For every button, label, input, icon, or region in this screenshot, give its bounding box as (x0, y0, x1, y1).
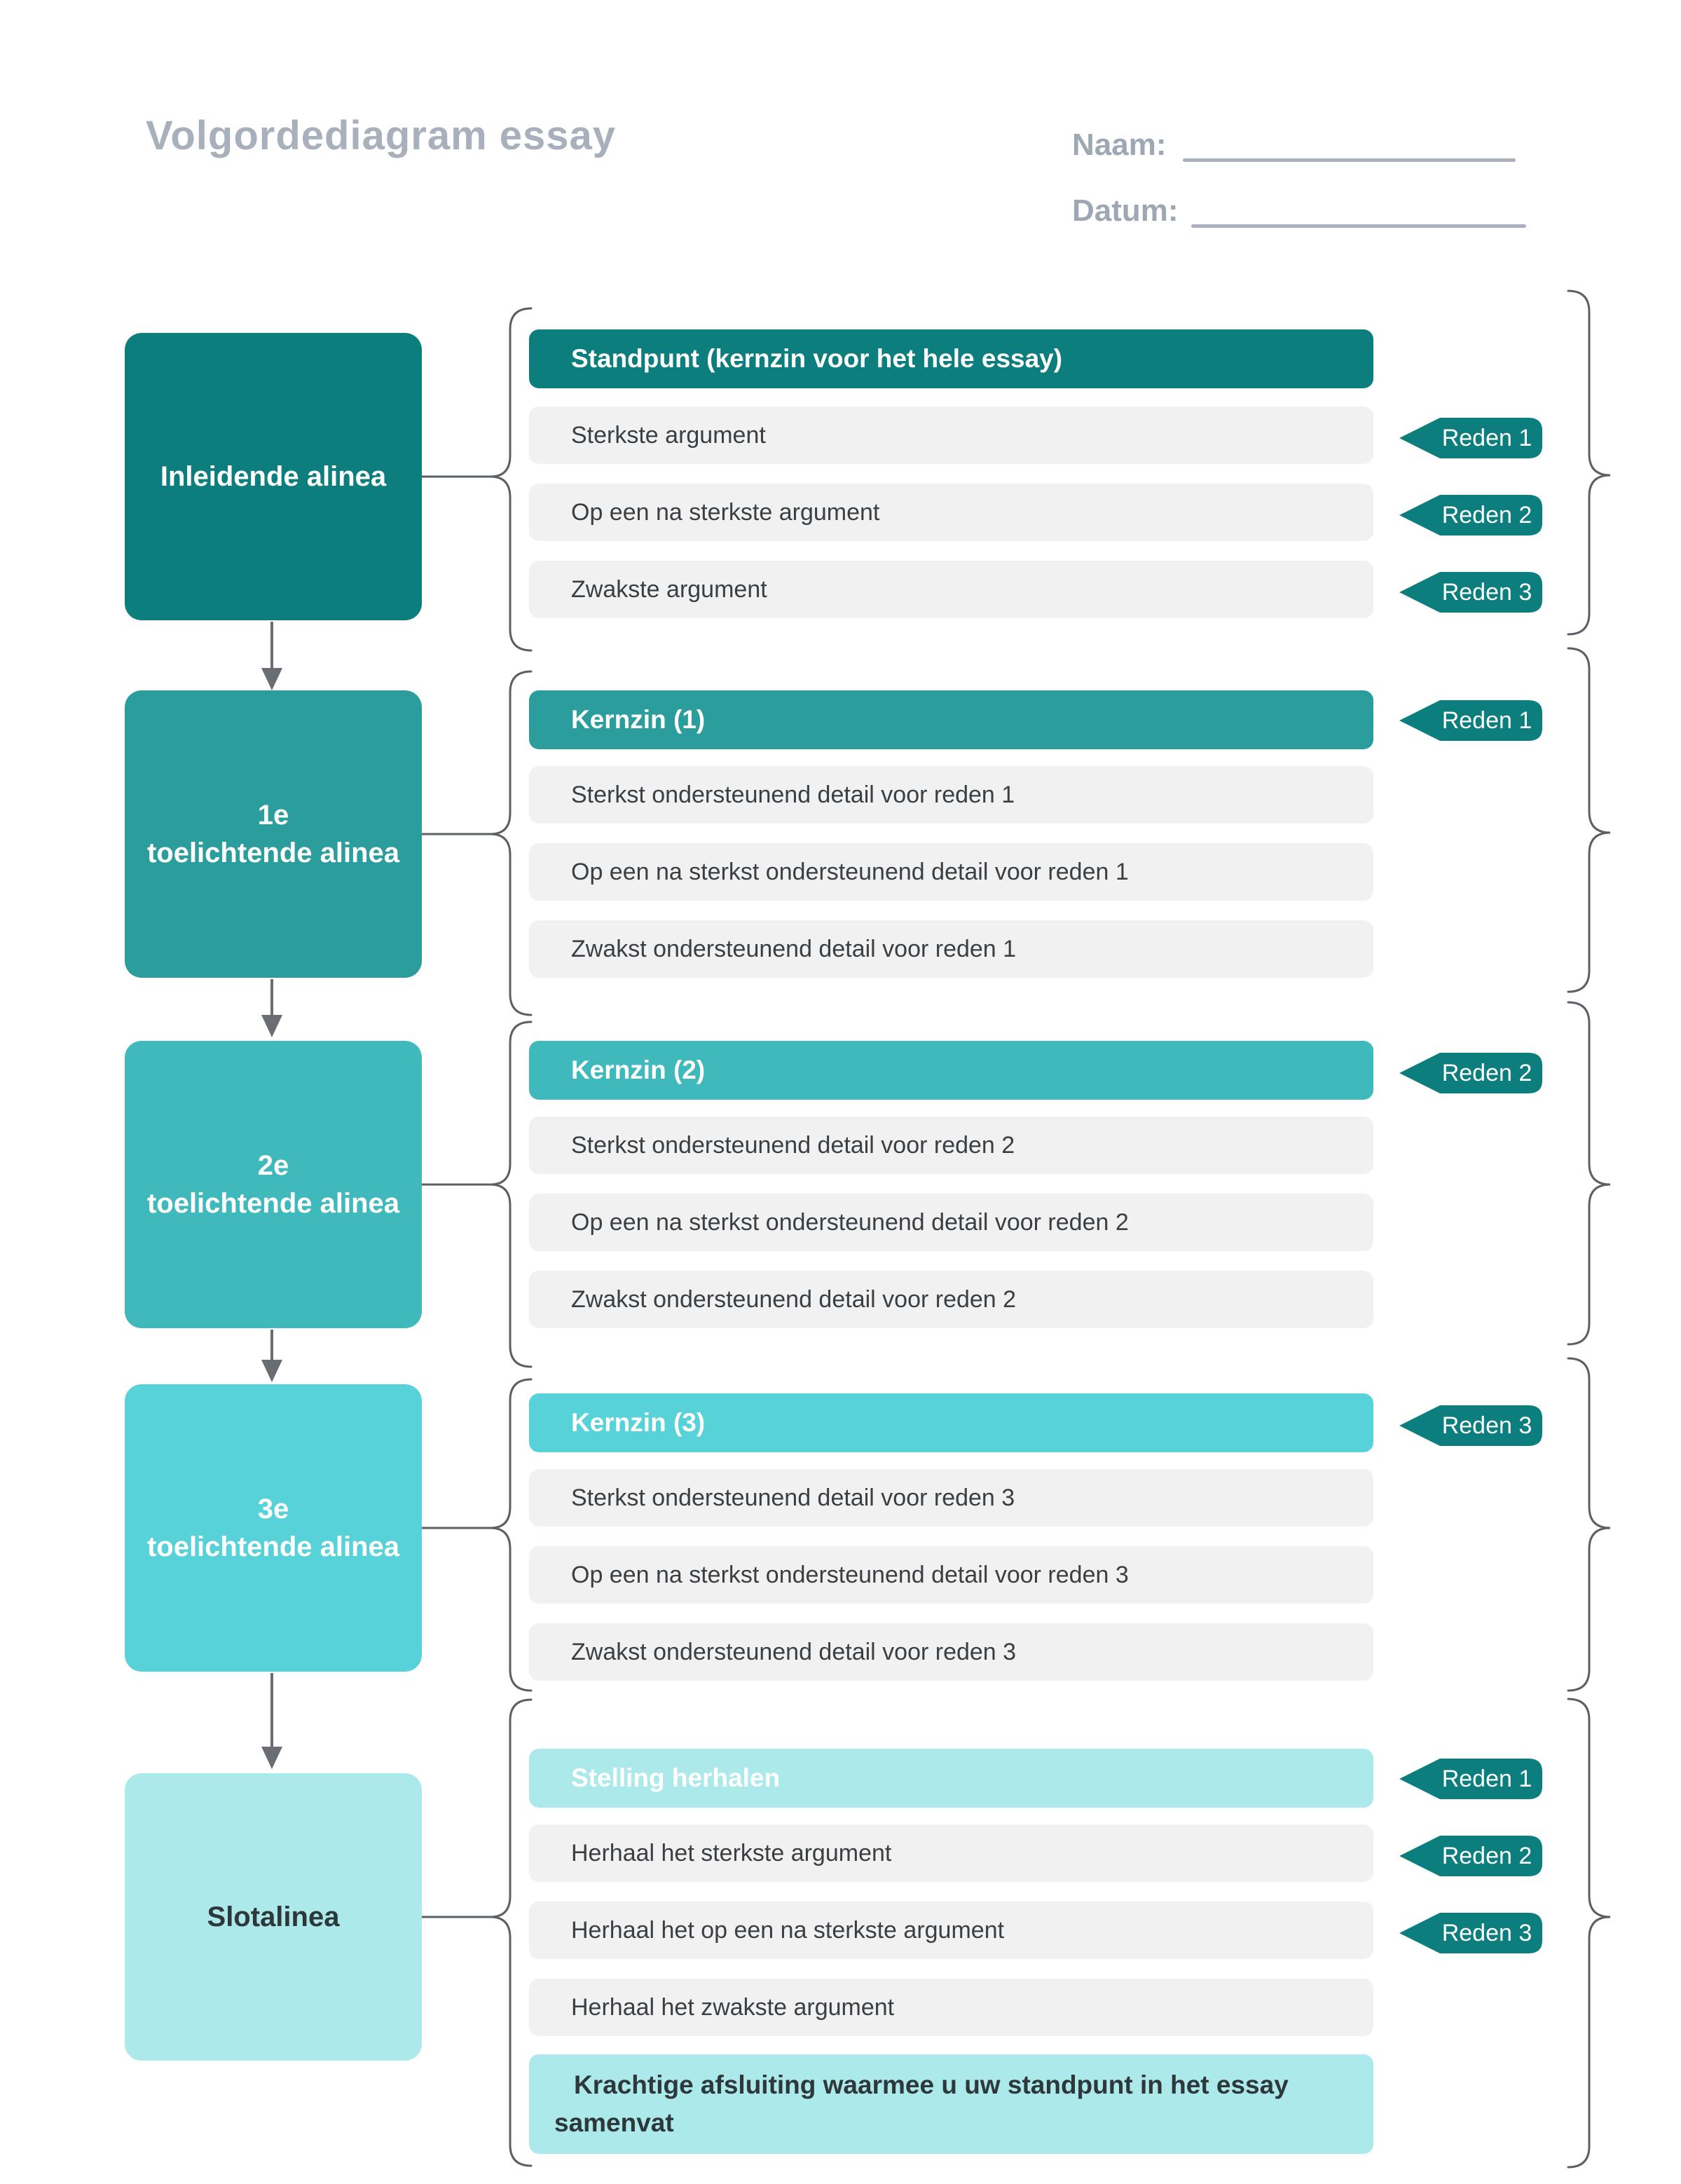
reden-arrow-icon (1399, 418, 1542, 458)
reden-tag: Reden 1 (1397, 415, 1545, 461)
group2-row-2: Op een na sterkst ondersteunend detail v… (529, 843, 1373, 901)
flow-box-slotalinea: Slotalinea (125, 1773, 422, 2061)
group5-row-2: Herhaal het op een na sterkste argument (529, 1902, 1373, 1959)
group4-row-2: Op een na sterkst ondersteunend detail v… (529, 1546, 1373, 1604)
datum-blank-line (1191, 224, 1526, 228)
flow-box-1e-toelichtende-alinea: 1e toelichtende alinea (125, 690, 422, 978)
reden-tag: Reden 2 (1397, 492, 1545, 538)
left-brace-4 (490, 1378, 533, 1692)
flow-box-2e-toelichtende-alinea: 2e toelichtende alinea (125, 1041, 422, 1328)
group5-footer: Krachtige afsluiting waarmee u uw standp… (529, 2054, 1373, 2154)
reden-tag: Reden 3 (1397, 1402, 1545, 1449)
right-brace-4 (1567, 1357, 1611, 1692)
flow-arrow-head-1 (261, 668, 282, 690)
reden-arrow-icon (1399, 1759, 1542, 1799)
group2-header: Kernzin (1) (529, 690, 1373, 749)
reden-tag: Reden 3 (1397, 1910, 1545, 1956)
flow-arrow-head-4 (261, 1747, 282, 1769)
flow-box-inleidende-alinea: Inleidende alinea (125, 333, 422, 620)
reden-arrow-icon (1399, 700, 1542, 741)
group1-header: Standpunt (kernzin voor het hele essay) (529, 329, 1373, 388)
group4-row-1: Sterkst ondersteunend detail voor reden … (529, 1469, 1373, 1527)
left-brace-5 (490, 1698, 533, 2167)
right-brace-2 (1567, 647, 1611, 993)
group3-row-2: Op een na sterkst ondersteunend detail v… (529, 1194, 1373, 1251)
reden-arrow-icon (1399, 1836, 1542, 1876)
reden-arrow-icon (1399, 1405, 1542, 1446)
reden-arrow-icon (1399, 1053, 1542, 1093)
left-brace-3 (490, 1021, 533, 1368)
reden-tag: Reden 1 (1397, 697, 1545, 744)
reden-tag: Reden 1 (1397, 1756, 1545, 1802)
right-brace-3 (1567, 1001, 1611, 1346)
group5-footer-text: Krachtige afsluiting waarmee u uw standp… (554, 2070, 1289, 2137)
reden-arrow-icon (1399, 1913, 1542, 1953)
reden-tag: Reden 3 (1397, 569, 1545, 615)
reden-arrow-icon (1399, 495, 1542, 535)
group2-row-3: Zwakst ondersteunend detail voor reden 1 (529, 920, 1373, 978)
reden-tag: Reden 2 (1397, 1833, 1545, 1879)
page-title: Volgordediagram essay (146, 113, 617, 158)
flow-arrow-head-2 (261, 1015, 282, 1037)
left-brace-2 (490, 670, 533, 1016)
group3-row-1: Sterkst ondersteunend detail voor reden … (529, 1117, 1373, 1174)
group4-header: Kernzin (3) (529, 1393, 1373, 1452)
group5-row-3: Herhaal het zwakste argument (529, 1979, 1373, 2036)
group1-row-1: Sterkste argument (529, 407, 1373, 464)
right-brace-5 (1567, 1698, 1611, 2169)
group1-row-3: Zwakste argument (529, 561, 1373, 618)
right-brace-1 (1567, 289, 1611, 636)
reden-arrow-icon (1399, 572, 1542, 613)
datum-label: Datum: (1072, 193, 1179, 228)
group1-row-2: Op een na sterkste argument (529, 484, 1373, 541)
left-brace-1 (490, 307, 533, 652)
group5-row-1: Herhaal het sterkste argument (529, 1824, 1373, 1882)
naam-label: Naam: (1072, 128, 1167, 162)
group4-row-3: Zwakst ondersteunend detail voor reden 3 (529, 1623, 1373, 1681)
group3-header: Kernzin (2) (529, 1041, 1373, 1100)
reden-tag: Reden 2 (1397, 1050, 1545, 1096)
group3-row-3: Zwakst ondersteunend detail voor reden 2 (529, 1271, 1373, 1328)
flow-arrow-head-3 (261, 1360, 282, 1382)
group2-row-1: Sterkst ondersteunend detail voor reden … (529, 766, 1373, 824)
naam-blank-line (1183, 158, 1516, 162)
flow-box-3e-toelichtende-alinea: 3e toelichtende alinea (125, 1384, 422, 1672)
group5-header: Stelling herhalen (529, 1749, 1373, 1808)
